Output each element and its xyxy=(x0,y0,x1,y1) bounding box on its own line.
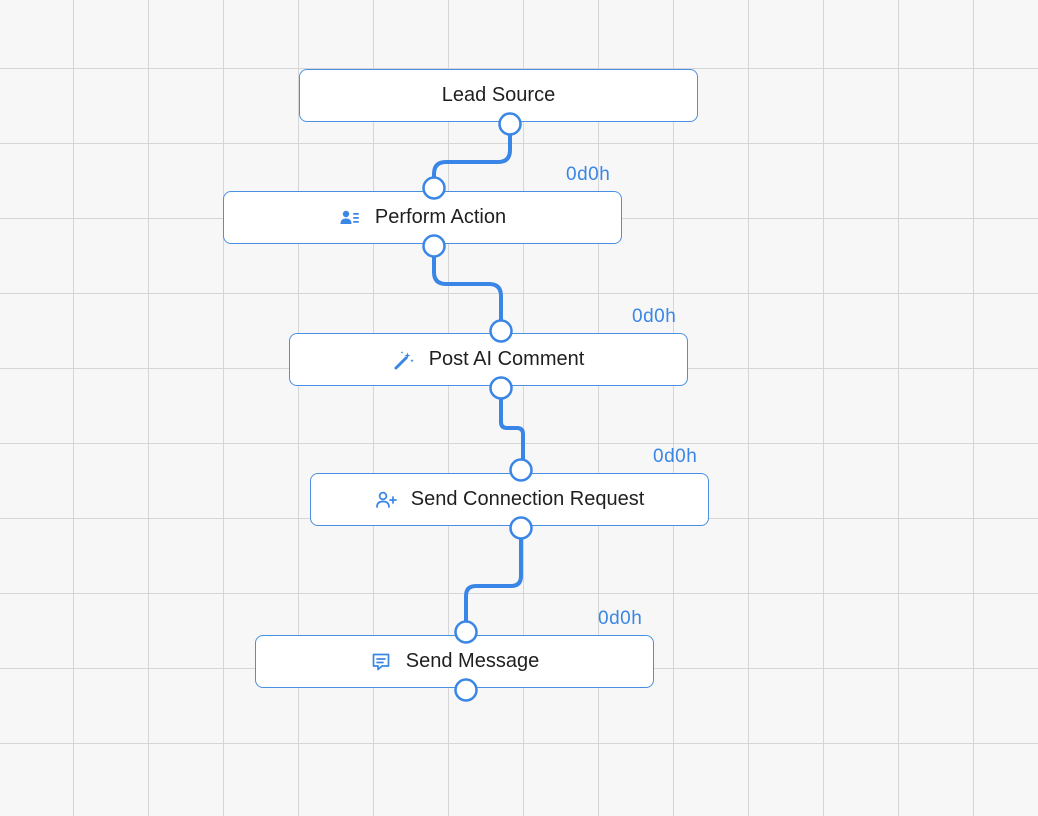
node-post-ai-comment[interactable]: Post AI Comment xyxy=(289,333,688,386)
delay-label-perform-action: 0d0h xyxy=(566,164,611,185)
magic-wand-icon xyxy=(393,349,415,371)
node-perform-action[interactable]: Perform Action xyxy=(223,191,622,244)
user-plus-icon xyxy=(375,489,397,511)
node-label: Send Connection Request xyxy=(410,488,645,510)
connector-perform-action-to-post-ai-comment xyxy=(432,244,503,333)
connector-send-connection-request-to-send-message xyxy=(464,526,523,634)
user-list-icon xyxy=(339,207,361,229)
node-send-message[interactable]: Send Message xyxy=(255,635,654,688)
node-label: Perform Action xyxy=(374,206,507,228)
delay-label-send-connection-request: 0d0h xyxy=(653,446,698,467)
message-icon xyxy=(370,651,392,673)
node-label: Lead Source xyxy=(441,84,556,106)
node-label: Post AI Comment xyxy=(428,348,585,370)
delay-label-send-message: 0d0h xyxy=(598,608,643,629)
connector-lead-source-to-perform-action xyxy=(432,122,512,190)
node-send-connection-request[interactable]: Send Connection Request xyxy=(310,473,709,526)
delay-label-post-ai-comment: 0d0h xyxy=(632,306,677,327)
connector-post-ai-comment-to-send-connection-request xyxy=(499,386,525,472)
node-lead-source[interactable]: Lead Source xyxy=(299,69,698,122)
node-label: Send Message xyxy=(405,650,540,672)
